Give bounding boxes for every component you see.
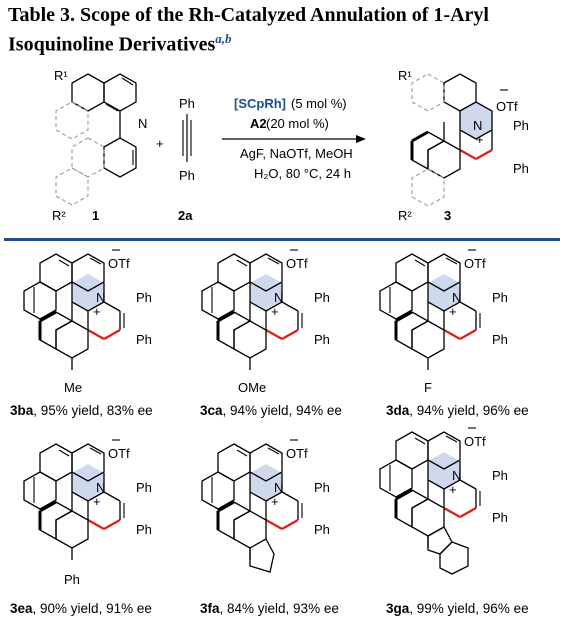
alkyne-number: 2a [178, 208, 193, 223]
ph2-3ga: Ph [492, 510, 508, 525]
substrate-r2-label: R² [52, 208, 66, 223]
conditions-line-2: H₂O, 80 °C, 24 h [254, 166, 351, 181]
yield-ee-3da: , 94% yield, 96% ee [409, 403, 529, 418]
plus-3ea: + [93, 494, 101, 509]
compound-id-3ea: 3ea [10, 601, 33, 616]
yield-ee-3fa: , 84% yield, 93% ee [219, 601, 339, 616]
ph2-3fa: Ph [314, 522, 330, 537]
yield-ee-3ca: , 94% yield, 94% ee [222, 403, 342, 418]
structure-3ea [22, 442, 126, 562]
plus-sign: + [156, 136, 164, 151]
n-3ba: N [96, 290, 105, 305]
plus-3ba: + [93, 304, 101, 319]
product-number: 3 [444, 208, 451, 223]
product-r1-label: R¹ [398, 68, 412, 83]
substituent-3ba: Me [64, 380, 82, 395]
product-ph-2: Ph [513, 161, 529, 176]
caption-3da: 3da, 94% yield, 96% ee [386, 403, 529, 418]
ph2-3ca: Ph [314, 332, 330, 347]
yield-ee-3ga: , 99% yield, 96% ee [409, 601, 529, 616]
reaction-arrowhead [356, 135, 366, 143]
ph1-3da: Ph [492, 290, 508, 305]
product-plus-label: + [476, 132, 484, 147]
n-3ea: N [96, 480, 105, 495]
compound-id-3fa: 3fa [200, 601, 220, 616]
yield-ee-3ba: , 95% yield, 83% ee [33, 403, 153, 418]
substrate-number: 1 [92, 208, 99, 223]
caption-3ca: 3ca, 94% yield, 94% ee [200, 403, 342, 418]
section-divider [4, 238, 560, 241]
otf-3da: OTf [464, 256, 486, 271]
otf-3ga: OTf [464, 434, 486, 449]
otf-3fa: OTf [286, 446, 308, 461]
structure-3ca [200, 252, 304, 372]
title-footnote-marks: a,b [215, 31, 232, 46]
ph1-3ga: Ph [492, 468, 508, 483]
n-3ca: N [274, 290, 283, 305]
product-r2-label: R² [398, 208, 412, 223]
product-ph-1: Ph [513, 118, 529, 133]
compound-id-3ga: 3ga [386, 601, 410, 616]
compound-id-3da: 3da [386, 403, 410, 418]
caption-3fa: 3fa, 84% yield, 93% ee [200, 601, 339, 616]
otf-3ea: OTf [108, 446, 130, 461]
product-n-label: N [473, 118, 482, 133]
ph2-3ba: Ph [136, 332, 152, 347]
alkyne-ph-bottom: Ph [179, 168, 195, 183]
n-3fa: N [274, 480, 283, 495]
structure-3da [378, 252, 482, 372]
structure-3ba [22, 252, 126, 372]
ph2-3ea: Ph [136, 522, 152, 537]
substrate-1-structure [55, 73, 137, 206]
alkyne-2a-structure [182, 114, 192, 162]
otf-3ca: OTf [286, 256, 308, 271]
plus-3fa: + [271, 494, 279, 509]
structure-3fa [200, 442, 304, 573]
ph1-3ea: Ph [136, 480, 152, 495]
compound-id-3ca: 3ca [200, 403, 223, 418]
ph1-3fa: Ph [314, 480, 330, 495]
n-3da: N [452, 290, 461, 305]
product-otf-label: OTf [496, 99, 518, 114]
ph2-3da: Ph [492, 332, 508, 347]
structure-3ga [378, 430, 482, 575]
product-3-structure [410, 73, 493, 207]
yield-ee-3ea: , 90% yield, 91% ee [32, 601, 152, 616]
otf-3ba: OTf [108, 256, 130, 271]
additive-loading: (20 mol %) [266, 116, 329, 131]
catalyst-loading: (5 mol %) [291, 96, 347, 111]
substituent-3ca: OMe [238, 380, 266, 395]
substrate-n-label: N [138, 116, 147, 131]
substrate-r1-label: R¹ [54, 68, 68, 83]
alkyne-ph-top: Ph [179, 96, 195, 111]
ph1-3ca: Ph [314, 290, 330, 305]
compound-id-3ba: 3ba [10, 403, 34, 418]
catalyst-label: [SCpRh] [234, 96, 286, 111]
plus-3da: + [449, 304, 457, 319]
substituent-3ea: Ph [64, 572, 80, 587]
caption-3ea: 3ea, 90% yield, 91% ee [10, 601, 152, 616]
caption-3ga: 3ga, 99% yield, 96% ee [386, 601, 529, 616]
n-3ga: N [452, 468, 461, 483]
table-title: Table 3. Scope of the Rh-Catalyzed Annul… [8, 4, 560, 57]
plus-3ca: + [271, 304, 279, 319]
conditions-line-1: AgF, NaOTf, MeOH [240, 146, 353, 161]
plus-3ga: + [449, 482, 457, 497]
additive-label: A2 [250, 116, 267, 131]
substituent-3da: F [424, 380, 432, 395]
ph1-3ba: Ph [136, 290, 152, 305]
caption-3ba: 3ba, 95% yield, 83% ee [10, 403, 153, 418]
title-text: Table 3. Scope of the Rh-Catalyzed Annul… [8, 4, 489, 56]
